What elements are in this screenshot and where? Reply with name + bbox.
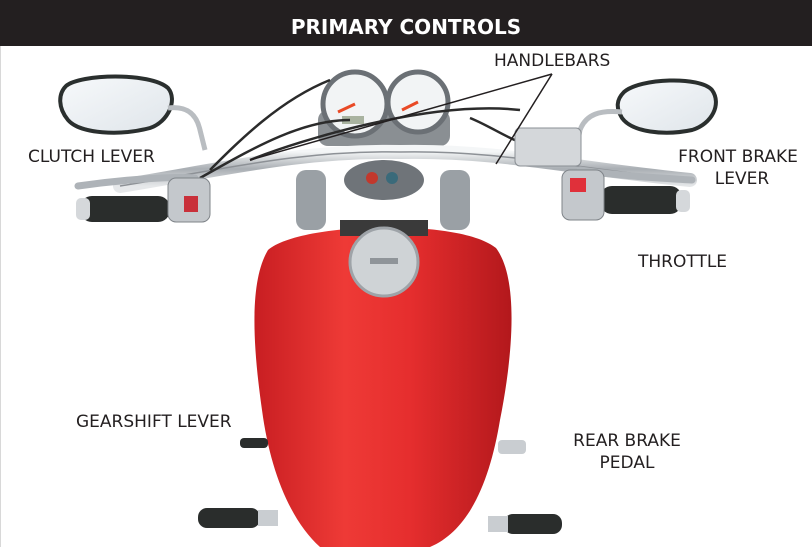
label-rear-brake-line2: PEDAL [599,453,655,473]
label-handlebars: HANDLEBARS [494,51,611,71]
left-mirror [58,74,208,151]
right-footpeg [504,514,562,534]
label-front-brake-line2: LEVER [714,169,770,189]
page-title: PRIMARY CONTROLS [290,15,522,39]
label-clutch-lever: CLUTCH LEVER [28,147,155,167]
handlebars-callout-lines [249,73,553,165]
right-footpeg-mount [488,516,508,532]
rear-brake-peg [498,440,526,454]
left-footpeg [198,508,260,528]
label-front-brake-lever: FRONT BRAKE LEVER [668,146,808,190]
label-rear-brake-pedal: REAR BRAKE PEDAL [563,430,691,474]
label-front-brake-line1: FRONT BRAKE [678,147,798,167]
left-footpeg-mount [258,510,278,526]
motorcycle-illustration [58,69,718,547]
left-controls [74,173,211,223]
right-mirror [573,78,718,151]
page-header: PRIMARY CONTROLS [0,0,812,46]
right-controls [514,127,696,221]
label-rear-brake-line1: REAR BRAKE [573,431,681,451]
label-gearshift-lever: GEARSHIFT LEVER [76,412,232,432]
label-throttle: THROTTLE [638,252,728,272]
fork-area [296,160,470,230]
fuel-tank [254,220,512,547]
gearshift-peg [240,438,268,448]
page-border [0,46,1,547]
cables [199,78,561,180]
motorcycle-diagram: HANDLEBARS CLUTCH LEVER FRONT BRAKE LEVE… [0,46,812,547]
